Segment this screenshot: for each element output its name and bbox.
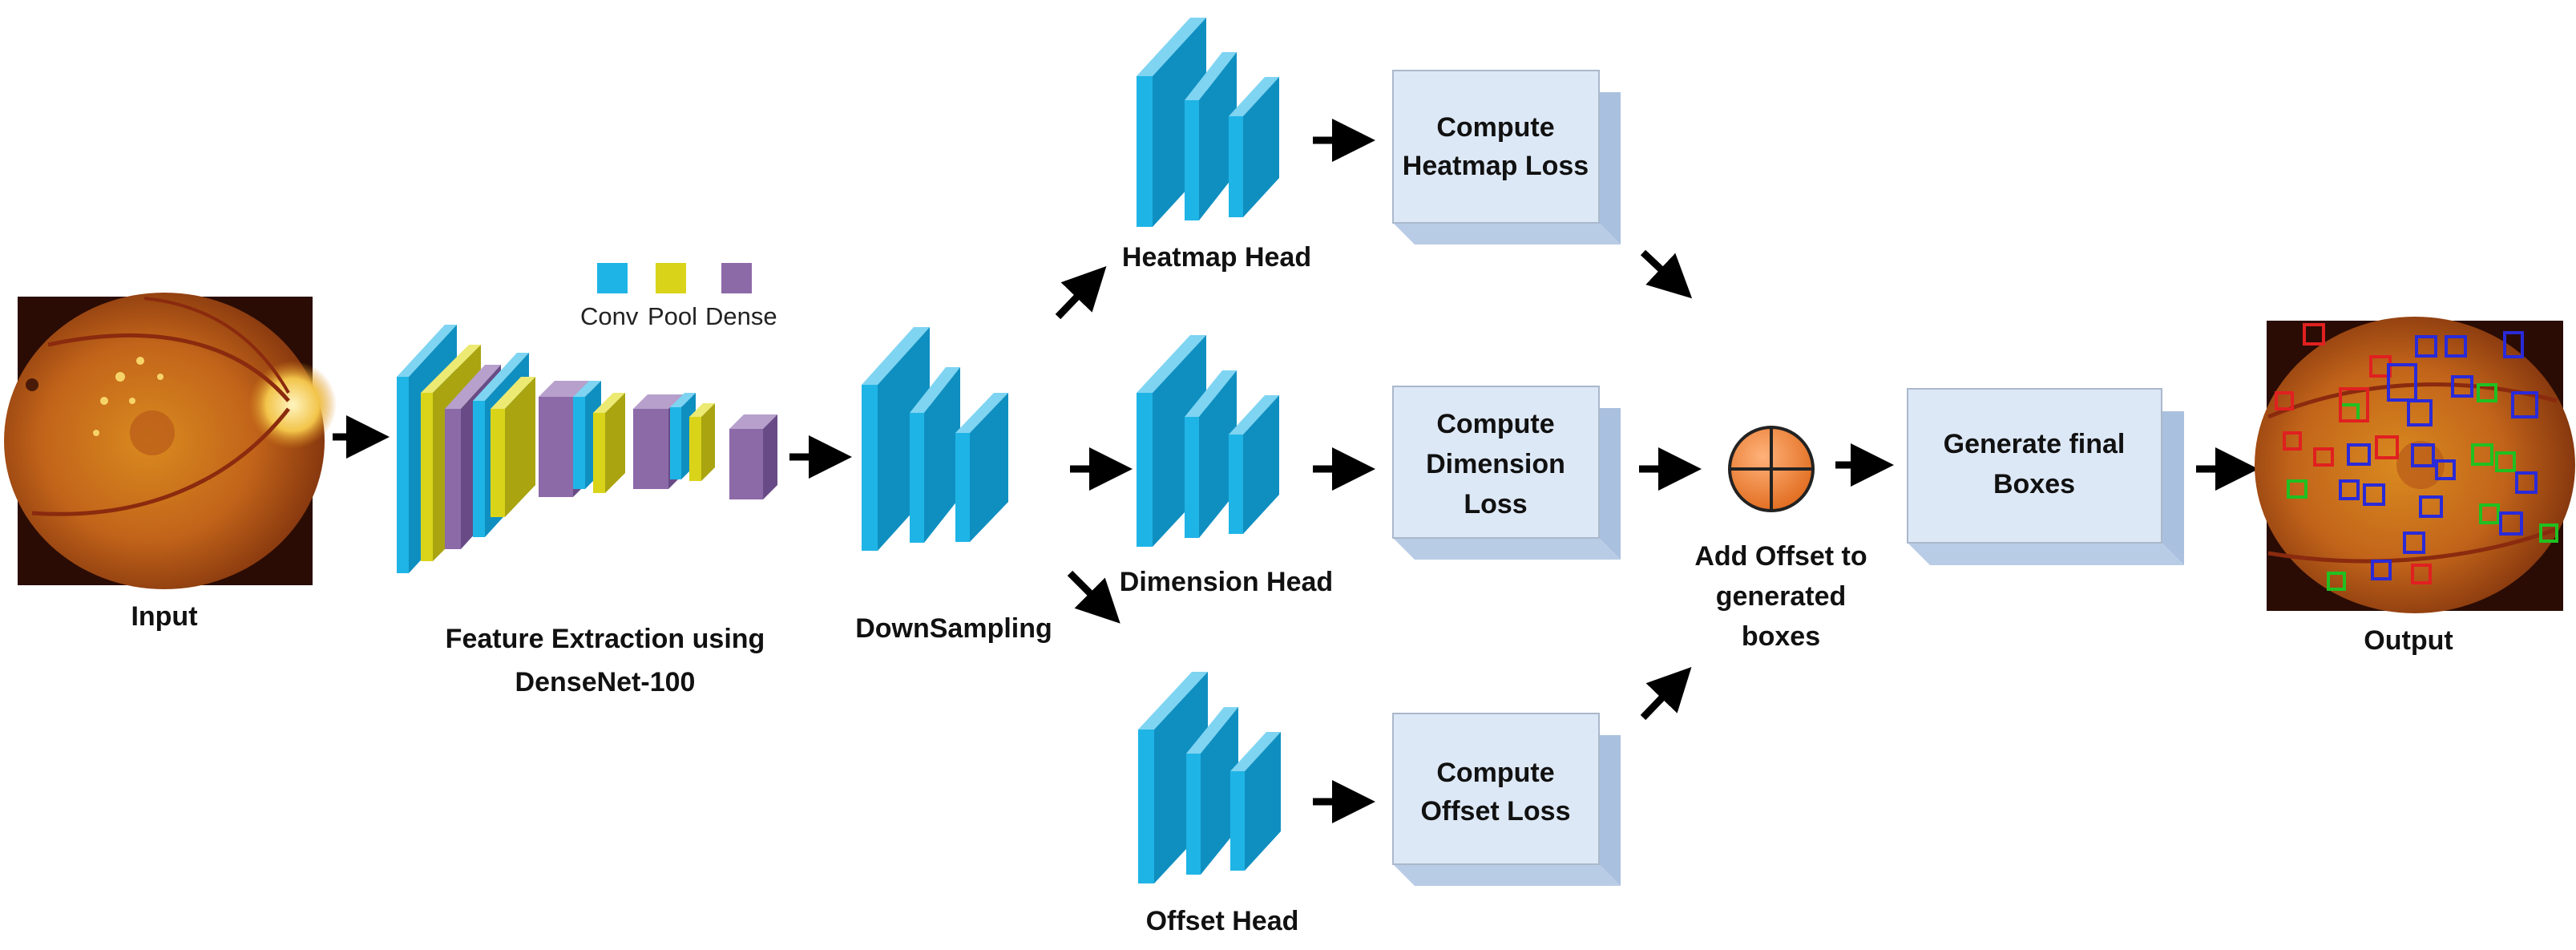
- dense-layer: [729, 414, 777, 499]
- heatmap-head-label: Heatmap Head: [1122, 242, 1311, 273]
- arrow-to-heatmap-head: [1055, 266, 1107, 320]
- legend-pool-label: Pool: [648, 302, 697, 330]
- dimension-loss-line1: Compute: [1436, 409, 1554, 439]
- feature-extraction-label-line2: DenseNet-100: [515, 667, 696, 697]
- conv-layer: [910, 367, 960, 543]
- conv-layer: [1230, 732, 1281, 871]
- pool-layer: [689, 403, 715, 481]
- conv-layer: [955, 393, 1008, 542]
- legend-dense-label: Dense: [705, 302, 777, 330]
- offset-loss-line1: Compute: [1436, 758, 1554, 788]
- heatmap-loss-box: Compute Heatmap Loss: [1392, 70, 1621, 245]
- legend-pool-swatch: [656, 263, 686, 293]
- heatmap-loss-line2: Heatmap Loss: [1403, 151, 1589, 181]
- conv-layer: [1229, 77, 1279, 217]
- generate-boxes-line1: Generate final: [1944, 429, 2126, 459]
- densenet-block: [397, 325, 777, 573]
- conv-layer: [1229, 395, 1279, 534]
- pool-layer: [593, 393, 625, 493]
- dimension-head-label: Dimension Head: [1120, 567, 1333, 597]
- dimension-loss-line3: Loss: [1464, 489, 1527, 519]
- output-fundus-image: [2255, 317, 2575, 613]
- output-label: Output: [2364, 625, 2453, 656]
- generate-boxes-line2: Boxes: [1993, 469, 2075, 499]
- heatmap-loss-line1: Compute: [1436, 112, 1554, 143]
- dimension-loss-box: Compute Dimension Loss: [1392, 386, 1621, 560]
- dimension-loss-line2: Dimension: [1426, 449, 1565, 479]
- generate-boxes-box: Generate final Boxes: [1907, 388, 2184, 565]
- downsampling-label: DownSampling: [855, 613, 1052, 644]
- conv-layer: [1185, 52, 1237, 220]
- add-offset-label-line2: generated: [1716, 581, 1847, 612]
- arrow-heatmap-loss-to-add: [1640, 249, 1693, 299]
- conv-layer: [1185, 370, 1237, 538]
- detection-boxes-overlay: [2275, 323, 2558, 591]
- add-offset-node: [1728, 426, 1815, 512]
- add-offset-label-line3: boxes: [1742, 621, 1820, 652]
- conv-layer: [1186, 707, 1238, 875]
- feature-extraction-label-line1: Feature Extraction using: [446, 624, 765, 654]
- layer-legend: Conv Pool Dense: [580, 263, 777, 330]
- legend-conv-label: Conv: [580, 302, 639, 330]
- offset-loss-line2: Offset Loss: [1420, 796, 1570, 827]
- input-fundus-image: [4, 293, 337, 589]
- heatmap-head-block: [1137, 18, 1279, 227]
- arrow-to-offset-head: [1067, 570, 1120, 624]
- legend-dense-swatch: [721, 263, 752, 293]
- input-label: Input: [131, 601, 197, 632]
- downsampling-block: [862, 327, 1008, 551]
- legend-conv-swatch: [597, 263, 628, 293]
- offset-head-block: [1138, 672, 1281, 883]
- dimension-head-block: [1137, 335, 1279, 547]
- offset-loss-box: Compute Offset Loss: [1392, 713, 1621, 886]
- offset-head-label: Offset Head: [1146, 906, 1299, 936]
- arrow-offset-loss-to-add: [1640, 667, 1692, 721]
- pool-layer: [491, 377, 535, 517]
- add-offset-label-line1: Add Offset to: [1694, 541, 1867, 572]
